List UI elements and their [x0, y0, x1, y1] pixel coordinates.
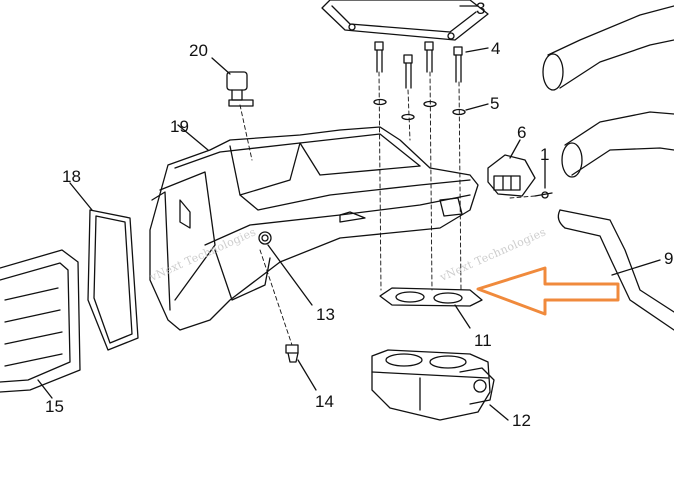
callout-19: 19: [170, 117, 189, 136]
part-4-bolts: [374, 41, 489, 89]
highlight-arrow: [476, 266, 620, 316]
part-18-filter-gasket: [69, 182, 139, 351]
callout-1: 1: [540, 145, 550, 164]
assembly-guide-lines: [239, 71, 536, 346]
callout-11: 11: [474, 331, 492, 350]
part-12-throttle-body: [371, 349, 509, 421]
callout-12: 12: [512, 411, 531, 430]
part-15-air-filter: [0, 249, 81, 399]
callout-20: 20: [189, 41, 208, 60]
intake-hoses-background: [542, 5, 674, 331]
part-11-gasket: [379, 287, 483, 329]
part-19-airbox-housing: [149, 124, 479, 331]
callout-6: 6: [517, 123, 527, 142]
callout-4: 4: [491, 39, 501, 58]
callout-9: 9: [664, 249, 674, 268]
part-14-drain-plug: [285, 344, 317, 391]
part-6-sensor: [487, 139, 536, 197]
part-1-screw: [534, 159, 553, 199]
callout-18: 18: [62, 167, 81, 186]
part-5-washers: [373, 98, 489, 121]
callout-14: 14: [315, 392, 334, 411]
leader-13: [267, 244, 313, 306]
part-3-cover-gasket: [321, 0, 489, 41]
callout-15: 15: [45, 397, 64, 416]
callout-5: 5: [490, 94, 500, 113]
callout-13: 13: [316, 305, 335, 324]
callout-3: 3: [476, 0, 486, 18]
part-20-sensor: [211, 57, 254, 107]
